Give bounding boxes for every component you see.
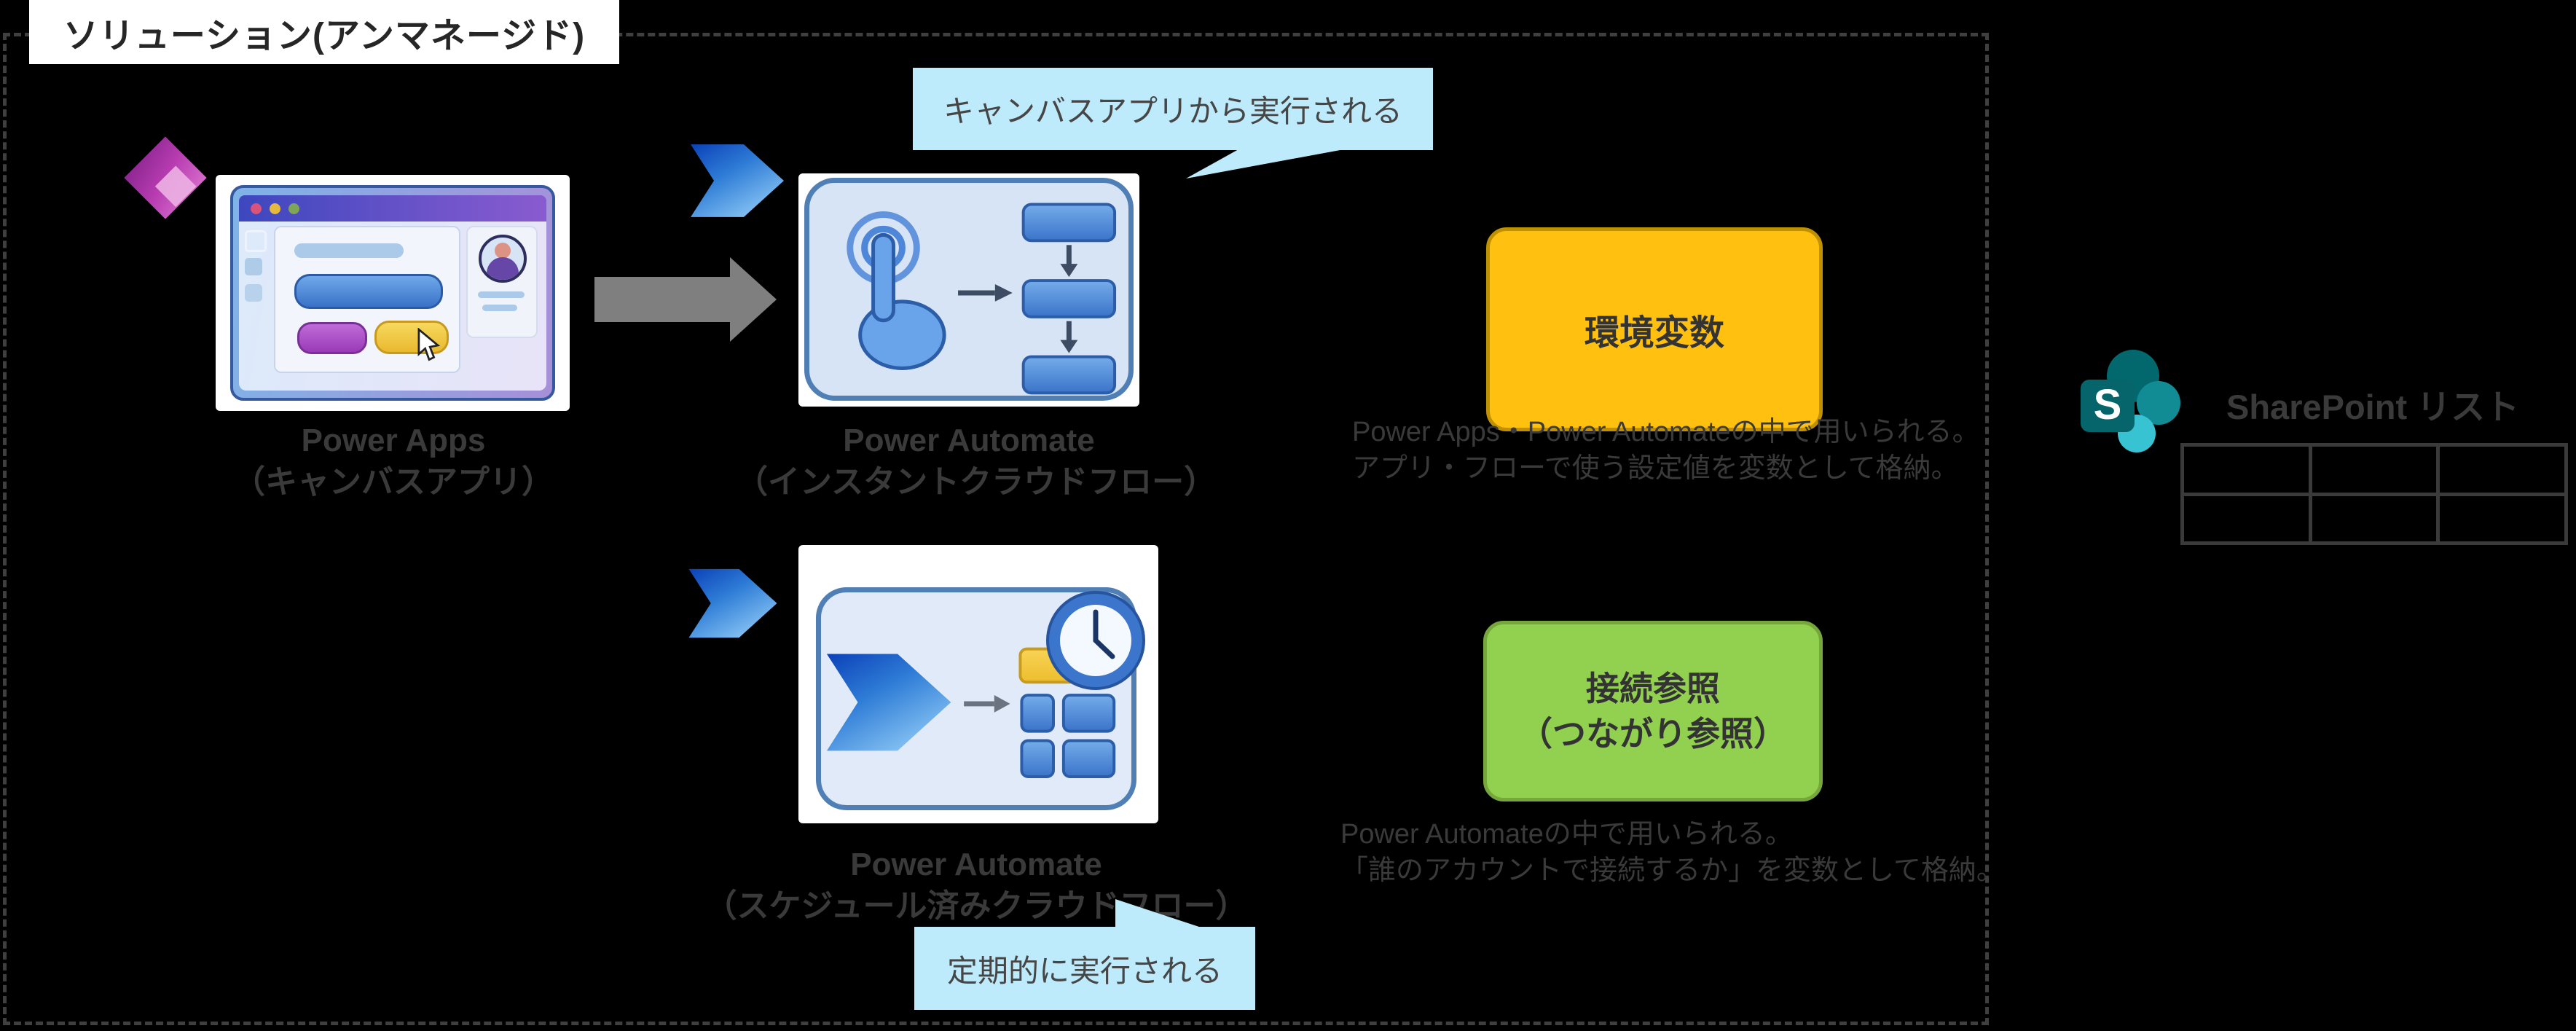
- sidebar-square-outline: [245, 230, 267, 252]
- table-cell: [2184, 447, 2309, 493]
- app-window-titlebar: [239, 195, 546, 222]
- flow-step: [1021, 203, 1117, 243]
- sharepoint-letter: S: [2094, 381, 2122, 428]
- table-cell: [2440, 447, 2564, 493]
- power-apps-title: Power Apps: [301, 423, 486, 458]
- environment-variable-box: 環境変数: [1486, 227, 1823, 431]
- flow-step: [1021, 355, 1117, 395]
- sharepoint-title: SharePoint リスト: [2226, 388, 2520, 426]
- conn-desc-line1: Power Automateの中で用いられる。: [1340, 819, 1793, 850]
- connection-reference-title: 接続参照: [1586, 670, 1720, 707]
- calendar-cell: [1020, 694, 1055, 733]
- connection-reference-box: 接続参照 （つながり参照）: [1483, 621, 1823, 801]
- purple-button: [297, 322, 367, 354]
- scheduled-flow-title: Power Automate: [850, 847, 1102, 882]
- table-cell: [2184, 495, 2309, 541]
- instant-flow-subtitle: （インスタントクラウドフロー）: [736, 464, 1217, 500]
- env-desc-line1: Power Apps・Power Automateの中で用いられる。: [1352, 417, 1980, 447]
- power-apps-icon: [124, 136, 207, 219]
- profile-panel: [466, 226, 538, 338]
- environment-variable-title: 環境変数: [1584, 314, 1724, 353]
- text-placeholder-bar: [482, 305, 517, 311]
- environment-variable-description: Power Apps・Power Automateの中で用いられる。 アプリ・フ…: [1352, 414, 2008, 487]
- window-dot-yellow: [270, 203, 280, 214]
- callout-scheduled-tail: [1115, 899, 1203, 928]
- solution-boundary: [3, 33, 1989, 1025]
- connection-reference-subtitle: （つながり参照）: [1519, 715, 1787, 753]
- flow-step: [1021, 279, 1117, 318]
- connection-reference-description: Power Automateの中で用いられる。 「誰のアカウントで接続するか」を…: [1340, 816, 2011, 889]
- window-dot-red: [251, 203, 262, 214]
- instant-flow-title: Power Automate: [843, 423, 1095, 458]
- app-window: [230, 185, 555, 401]
- calendar-cell: [1020, 739, 1055, 778]
- instant-flow-illustration: [798, 173, 1139, 407]
- power-apps-caption: Power Apps （キャンバスアプリ）: [197, 420, 590, 503]
- cursor-icon: [417, 328, 441, 361]
- power-apps-subtitle: （キャンバスアプリ）: [233, 464, 554, 500]
- canvas-app-illustration: [216, 175, 570, 411]
- scheduled-flow-scene: [826, 647, 1116, 778]
- text-placeholder-bar: [478, 291, 525, 298]
- table-cell: [2440, 495, 2564, 541]
- clock-icon: [1046, 591, 1145, 690]
- yellow-button: [374, 321, 449, 354]
- avatar: [479, 235, 527, 283]
- callout-scheduled: 定期的に実行される: [914, 927, 1255, 1010]
- calendar-cell: [1061, 694, 1116, 733]
- solution-title: ソリューション(アンマネージド): [63, 17, 586, 55]
- conn-desc-line2: 「誰のアカウントで接続するか」を変数として格納。: [1340, 855, 2004, 886]
- scheduled-flow-caption: Power Automate （スケジュール済みクラウドフロー）: [699, 844, 1253, 927]
- solution-title-box: ソリューション(アンマネージド): [29, 0, 619, 64]
- app-form-card: [274, 226, 460, 373]
- table-cell: [2312, 495, 2437, 541]
- callout-instant-text: キャンバスアプリから実行される: [943, 94, 1402, 128]
- sidebar-square: [245, 258, 262, 275]
- callout-instant: キャンバスアプリから実行される: [913, 68, 1433, 150]
- arrow-apps-to-flow: [594, 257, 777, 342]
- sidebar-square: [245, 284, 262, 302]
- app-window-body: [239, 222, 546, 391]
- table-cell: [2312, 447, 2437, 493]
- power-automate-logo-small: [826, 654, 951, 751]
- power-automate-icon: [691, 141, 784, 221]
- callout-scheduled-text: 定期的に実行される: [946, 953, 1222, 988]
- flow-frame: [804, 178, 1134, 401]
- sharepoint-label: SharePoint リスト: [2226, 379, 2576, 429]
- text-placeholder-bar: [294, 243, 404, 258]
- instant-flow-caption: Power Automate （インスタントクラウドフロー）: [736, 420, 1217, 503]
- calendar-cell: [1061, 739, 1116, 778]
- scheduled-flow-illustration: [798, 545, 1158, 823]
- callout-instant-tail: [1186, 149, 1344, 179]
- power-automate-icon: [688, 565, 777, 641]
- env-desc-line2: アプリ・フローで使う設定値を変数として格納。: [1352, 453, 1959, 484]
- instant-flow-scene: [847, 203, 1117, 395]
- window-dot-green: [288, 203, 299, 214]
- blue-button: [294, 274, 443, 309]
- sharepoint-table: [2180, 443, 2568, 545]
- sharepoint-icon: S: [2081, 350, 2180, 452]
